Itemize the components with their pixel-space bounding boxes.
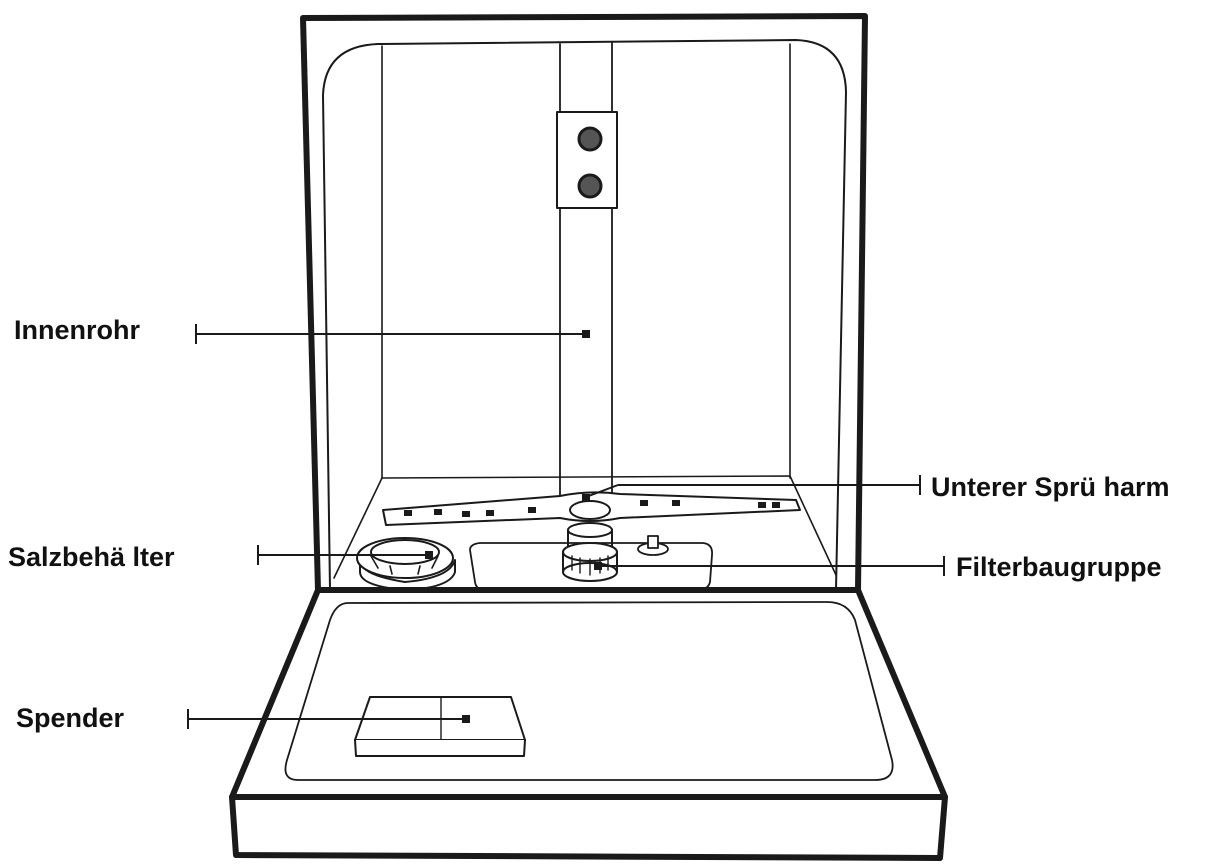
spray-arm-hub: [569, 500, 611, 520]
tub-floor: [381, 475, 837, 576]
door-bottom-edge: [229, 794, 948, 861]
label-spender: Spender: [16, 703, 125, 733]
leader-innenrohr: [195, 324, 590, 344]
top-nozzle-hole-lower: [577, 173, 603, 199]
label-unterer-spruharm: Unterer Sprü harm: [931, 472, 1170, 502]
tub-floor-left: [333, 477, 383, 579]
top-nozzle-hole-upper: [577, 126, 603, 152]
label-innenrohr: Innenrohr: [14, 315, 140, 345]
salt-container: [356, 537, 456, 591]
label-filterbaugruppe: Filterbaugruppe: [956, 552, 1162, 582]
floor-knob: [637, 535, 669, 556]
cabinet-frame: [300, 13, 868, 593]
leader-spender: [187, 709, 470, 729]
leader-salzbehalter: [257, 545, 433, 565]
dispenser: [354, 696, 526, 757]
label-salzbehalter: Salzbehä lter: [8, 542, 175, 572]
tub-inner-outline: [322, 39, 847, 591]
leader-lines: [187, 324, 945, 729]
leader-filter: [594, 556, 945, 576]
dishwasher-drawing: [229, 13, 948, 861]
spray-arm-holes: [404, 500, 780, 517]
leader-spruharm: [582, 475, 921, 502]
labels: Innenrohr Unterer Sprü harm Salzbehä lte…: [8, 315, 1170, 733]
filter-assembly: [562, 522, 618, 582]
